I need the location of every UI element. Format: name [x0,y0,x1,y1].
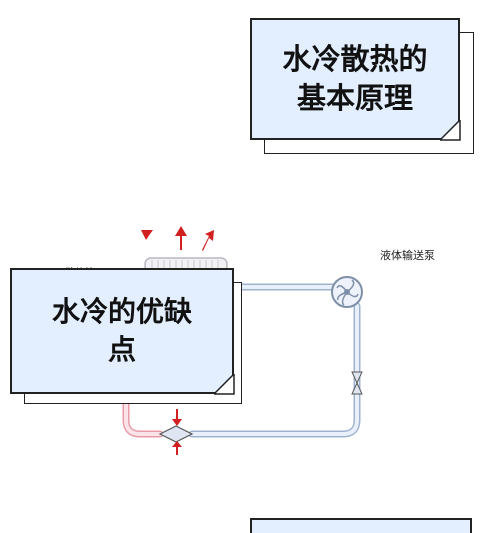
page-curl-icon [214,374,235,395]
title-card-pros-cons: 水冷的优缺 点 [10,268,242,406]
card-front: 水冷的优缺 点 [10,268,234,394]
up-arrow-icon [172,441,182,455]
card-title-line1: 水冷的优缺 [51,295,192,329]
pump-label: 液体输送泵 [380,249,435,262]
card-title: 水冷的优缺 点 [52,293,192,369]
card-front [250,518,472,533]
card-front: 水冷散热的 基本原理 [250,18,460,140]
valve-icon [351,371,363,395]
card-title: 水冷散热的 基本原理 [282,40,427,118]
title-card-next [250,518,476,533]
pump-fan-icon [331,276,363,308]
page-curl-icon [440,120,461,141]
coolant-pipes [122,283,361,438]
card-title-line2: 点 [107,333,136,366]
down-arrow-icon [172,409,182,426]
cpu-waterblock [158,425,194,443]
heat-up-arrow-icon [141,226,214,251]
title-card-basic-principle: 水冷散热的 基本原理 [250,18,476,156]
card-title-line2: 基本原理 [296,81,413,115]
card-title-line1: 水冷散热的 [282,41,428,76]
